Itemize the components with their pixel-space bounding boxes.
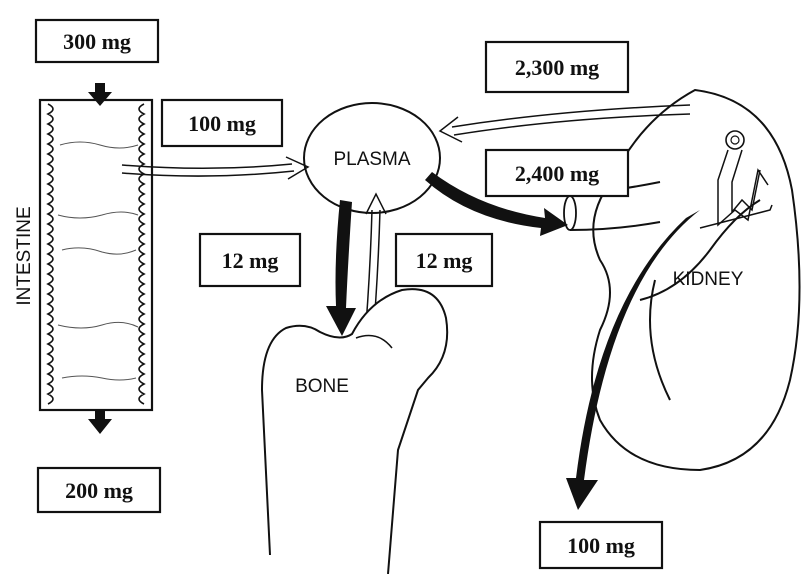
intestine [40,100,152,410]
urinary-excretion-box: 100 mg [540,522,662,568]
fecal-excretion-box: 200 mg [38,468,160,512]
fecal-arrow [88,410,112,434]
bone-resorption-value: 12 mg [416,248,473,273]
dietary-intake-value: 300 mg [63,29,131,54]
renal-artery-opening [564,196,576,230]
intestine-label: INTESTINE [14,206,35,305]
bone-deposition-arrow [326,200,356,336]
renal-filtration-value: 2,400 mg [515,161,599,186]
fecal-excretion-value: 200 mg [65,478,133,503]
renal-reabsorption-value: 2,300 mg [515,55,599,80]
bone-deposition-value: 12 mg [222,248,279,273]
bone-deposition-box: 12 mg [200,234,300,286]
kidney-inner-curve [650,280,670,400]
urinary-excretion-arrow [566,210,700,510]
dietary-intake-box: 300 mg [36,20,158,62]
intestinal-absorption-value: 100 mg [188,111,256,136]
collecting-duct [700,205,772,228]
intestinal-absorption-box: 100 mg [162,100,282,146]
renal-reabsorption-box: 2,300 mg [486,42,628,92]
bone-shape [262,289,447,574]
bone-resorption-box: 12 mg [396,234,492,286]
bone-label: BONE [295,376,349,397]
urinary-excretion-value: 100 mg [567,533,635,558]
kidney-label: KIDNEY [673,269,744,290]
plasma-label: PLASMA [333,149,410,170]
renal-filtration-box: 2,400 mg [486,150,628,196]
renal-reabsorption-arrow [440,105,690,142]
glomerulus [726,131,744,149]
